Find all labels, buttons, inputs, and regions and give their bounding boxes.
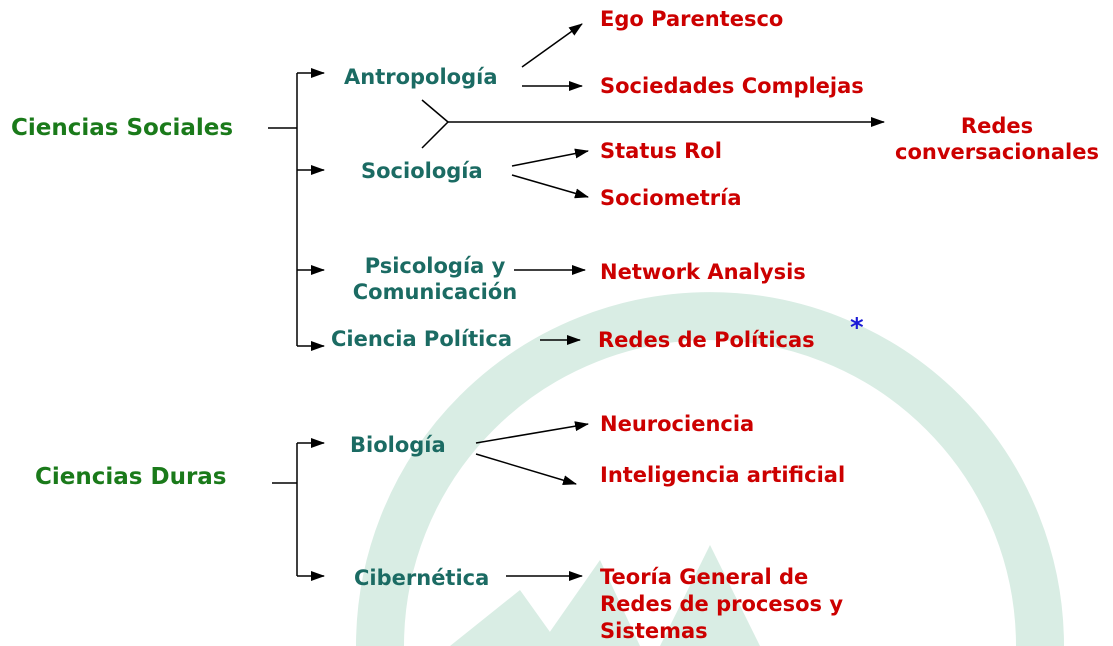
teoria-general-line3: Sistemas — [600, 619, 708, 643]
teoria-general-line2: Redes de procesos y — [600, 592, 844, 616]
arrow-to-ego-parentesco — [521, 23, 583, 68]
fork-from-antropologia — [421, 99, 449, 123]
fork-from-sociologia — [421, 121, 449, 149]
leaf-sociedades-complejas: Sociedades Complejas — [600, 74, 864, 98]
branch-psicologia-comunicacion: Psicología y Comunicación — [341, 253, 529, 305]
branch-biologia: Biología — [350, 433, 446, 457]
branch-antropologia: Antropología — [344, 65, 498, 89]
leaf-redes-conversacionales: Redes conversacionales — [885, 113, 1109, 165]
redes-conversacionales-line2: conversacionales — [895, 140, 1099, 164]
branch-ciencia-politica: Ciencia Política — [331, 327, 513, 351]
leaf-network-analysis: Network Analysis — [600, 260, 806, 284]
leaf-status-rol: Status Rol — [600, 139, 722, 163]
branch-psicologia-line2: Comunicación — [352, 280, 518, 304]
leaf-ego-parentesco: Ego Parentesco — [600, 7, 784, 31]
arrow-to-status-rol — [511, 148, 589, 167]
leaf-neurociencia: Neurociencia — [600, 412, 755, 436]
leaf-teoria-general: Teoría General de Redes de procesos y Si… — [600, 564, 843, 645]
leaf-inteligencia-artificial: Inteligencia artificial — [600, 463, 846, 487]
leaf-redes-de-politicas: Redes de Políticas — [598, 328, 815, 352]
arrow-to-neurociencia — [475, 421, 589, 444]
branch-sociologia: Sociología — [361, 159, 483, 183]
asterisk-marker: * — [850, 313, 864, 343]
root-ciencias-duras: Ciencias Duras — [35, 464, 227, 490]
arrow-to-inteligencia-artificial — [475, 453, 577, 486]
root-ciencias-sociales: Ciencias Sociales — [11, 115, 234, 141]
branch-psicologia-line1: Psicología y — [364, 254, 506, 278]
teoria-general-line1: Teoría General de — [600, 565, 809, 589]
leaf-sociometria: Sociometría — [600, 186, 742, 210]
redes-conversacionales-line1: Redes — [960, 114, 1034, 138]
arrow-to-sociometria — [511, 174, 589, 199]
branch-cibernetica: Cibernética — [354, 566, 490, 590]
